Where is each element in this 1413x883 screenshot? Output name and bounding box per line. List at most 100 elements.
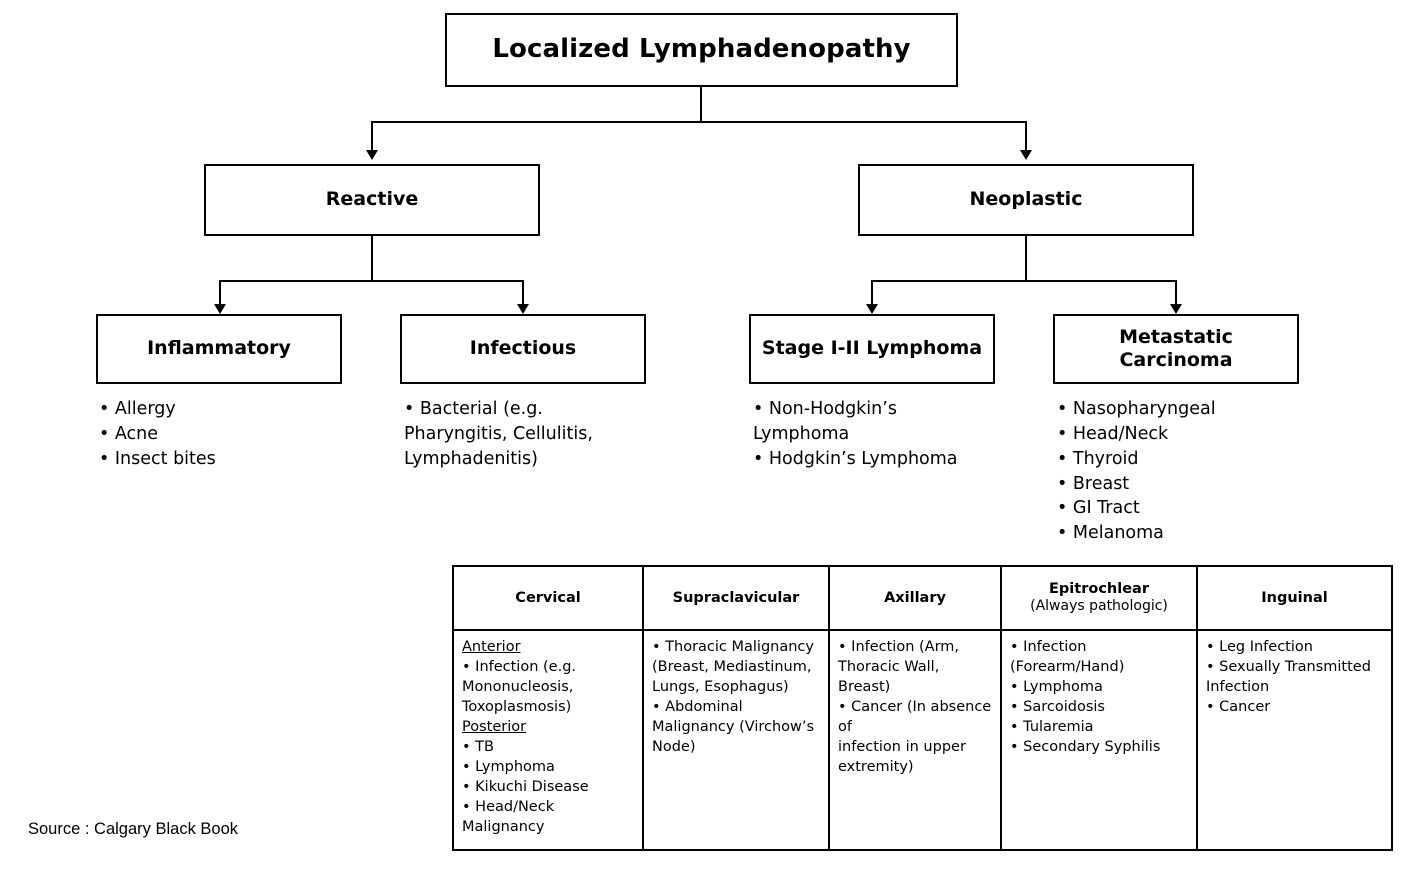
cell-line: Infection — [1206, 679, 1270, 695]
header-title: Supraclavicular — [672, 589, 800, 606]
cell-line: • Lymphoma — [462, 759, 555, 775]
cell-line: • Lymphoma — [1010, 679, 1103, 695]
cell-line: • Tularemia — [1010, 719, 1094, 735]
table-cell-axillary: • Infection (Arm, Thoracic Wall, Breast)… — [828, 629, 1002, 851]
arrowhead-to-reactive — [366, 150, 378, 160]
connector-reactive-to-inflammatory — [219, 280, 221, 305]
node-label: Neoplastic — [969, 188, 1083, 211]
list-item: • Nasopharyngeal — [1057, 399, 1216, 419]
list-stage-lymphoma-types: • Non-Hodgkin’s Lymphoma • Hodgkin’s Lym… — [753, 397, 1003, 472]
arrowhead-to-stage-lymphoma — [866, 304, 878, 314]
connector-neoplastic-bar — [871, 280, 1177, 282]
cell-line: • Sexually Transmitted — [1206, 659, 1371, 675]
cell-line: infection in upper — [838, 739, 966, 755]
arrowhead-to-inflammatory — [214, 304, 226, 314]
cell-line: • Leg Infection — [1206, 639, 1313, 655]
list-infectious-causes: • Bacterial (e.g. Pharyngitis, Celluliti… — [404, 397, 654, 472]
node-reactive: Reactive — [204, 164, 540, 236]
node-label: Metastatic Carcinoma — [1119, 325, 1233, 371]
header-title: Inguinal — [1261, 589, 1328, 606]
node-label: Stage I-II Lymphoma — [761, 337, 983, 360]
cell-line: Anterior — [462, 639, 521, 655]
header-title: Axillary — [884, 589, 946, 606]
table-header-row: Cervical Supraclavicular Axillary Epitro… — [452, 565, 1393, 631]
connector-root-to-reactive — [371, 121, 373, 151]
cell-line: • Abdominal — [652, 699, 743, 715]
cell-line: • Infection (Arm, — [838, 639, 960, 655]
table-header-epitrochlear: Epitrochlear (Always pathologic) — [1000, 565, 1198, 631]
cell-line: (Forearm/Hand) — [1010, 659, 1125, 675]
table-header-inguinal: Inguinal — [1196, 565, 1393, 631]
cell-line: Mononucleosis, — [462, 679, 574, 695]
node-infectious: Infectious — [400, 314, 646, 384]
cell-line: • TB — [462, 739, 494, 755]
list-item: Lymphoma — [753, 423, 850, 444]
connector-neoplastic-to-metastatic — [1175, 280, 1177, 305]
table-cell-supraclavicular: • Thoracic Malignancy (Breast, Mediastin… — [642, 629, 830, 851]
connector-reactive-to-infectious — [522, 280, 524, 305]
cell-line: • Secondary Syphilis — [1010, 739, 1161, 755]
list-metastatic-primaries: • Nasopharyngeal • Head/Neck • Thyroid •… — [1057, 397, 1307, 546]
cell-line: • Cancer (In absence of — [838, 699, 996, 735]
cell-line: • Kikuchi Disease — [462, 779, 589, 795]
table-header-cervical: Cervical — [452, 565, 644, 631]
cell-line: • Thoracic Malignancy — [652, 639, 814, 655]
node-label: Infectious — [469, 337, 577, 360]
list-item: • Allergy — [99, 399, 176, 419]
node-metastatic-carcinoma: Metastatic Carcinoma — [1053, 314, 1299, 384]
header-title: Epitrochlear — [1049, 581, 1149, 598]
list-item: Lymphadenitis) — [404, 448, 538, 469]
node-localized-lymphadenopathy: Localized Lymphadenopathy — [445, 13, 958, 87]
cell-line: Lungs, Esophagus) — [652, 679, 789, 695]
list-item: Pharyngitis, Cellulitis, — [404, 423, 593, 444]
table-cell-inguinal: • Leg Infection • Sexually Transmitted I… — [1196, 629, 1393, 851]
connector-neoplastic-stem — [1025, 236, 1027, 281]
cell-line: Thoracic Wall, Breast) — [838, 659, 944, 695]
connector-reactive-bar — [219, 280, 524, 282]
cell-line: extremity) — [838, 759, 914, 775]
list-item: • Thyroid — [1057, 448, 1139, 469]
table-row: Anterior • Infection (e.g. Mononucleosis… — [452, 629, 1393, 851]
arrowhead-to-neoplastic — [1020, 150, 1032, 160]
cell-line: Malignancy — [462, 819, 545, 835]
list-item: • Hodgkin’s Lymphoma — [753, 448, 958, 469]
list-item: • Insect bites — [99, 448, 216, 469]
list-item: • Bacterial (e.g. — [404, 399, 543, 419]
table-header-axillary: Axillary — [828, 565, 1002, 631]
arrowhead-to-metastatic-carcinoma — [1170, 304, 1182, 314]
table-cell-epitrochlear: • Infection (Forearm/Hand) • Lymphoma • … — [1000, 629, 1198, 851]
list-item: • Acne — [99, 423, 159, 444]
list-item: • Head/Neck — [1057, 423, 1169, 444]
list-item: • GI Tract — [1057, 498, 1140, 519]
connector-reactive-stem — [371, 236, 373, 281]
cell-line: • Sarcoidosis — [1010, 699, 1105, 715]
arrowhead-to-infectious — [517, 304, 529, 314]
cell-line: • Head/Neck — [462, 799, 555, 815]
node-inflammatory: Inflammatory — [96, 314, 342, 384]
list-item: • Melanoma — [1057, 523, 1164, 544]
cell-line: (Breast, Mediastinum, — [652, 659, 812, 675]
node-label: Reactive — [325, 188, 419, 211]
connector-root-to-neoplastic — [1025, 121, 1027, 151]
header-title: Cervical — [515, 589, 581, 606]
list-inflammatory-causes: • Allergy • Acne • Insect bites — [99, 397, 339, 472]
cell-line: • Infection (e.g. — [462, 659, 577, 675]
node-label: Localized Lymphadenopathy — [492, 34, 911, 65]
cell-line: Node) — [652, 739, 696, 755]
header-subtitle: (Always pathologic) — [1030, 598, 1168, 615]
connector-root-bar — [371, 121, 1027, 123]
cell-line: Posterior — [462, 719, 527, 735]
cell-line: Malignancy (Virchow’s — [652, 719, 815, 735]
cell-line: • Cancer — [1206, 699, 1271, 715]
connector-neoplastic-to-lymphoma — [871, 280, 873, 305]
table-cell-cervical: Anterior • Infection (e.g. Mononucleosis… — [452, 629, 644, 851]
table-header-supraclavicular: Supraclavicular — [642, 565, 830, 631]
cell-line: Toxoplasmosis) — [462, 699, 572, 715]
node-neoplastic: Neoplastic — [858, 164, 1194, 236]
regional-lymph-node-table: Cervical Supraclavicular Axillary Epitro… — [452, 565, 1393, 851]
node-label: Inflammatory — [147, 337, 291, 360]
list-item: • Non-Hodgkin’s — [753, 399, 897, 419]
connector-root-stem — [700, 87, 702, 122]
list-item: • Breast — [1057, 473, 1130, 494]
